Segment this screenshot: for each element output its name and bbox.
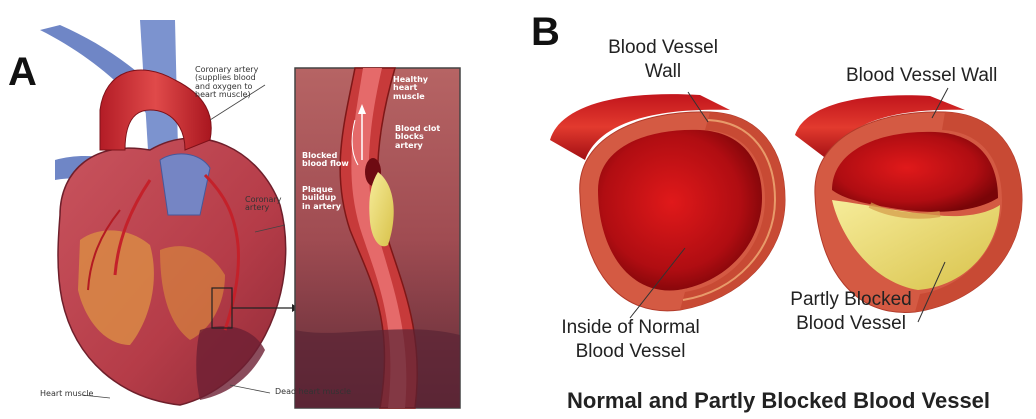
label-coronary-artery: Coronary artery (245, 196, 281, 213)
panel-a-label: A (8, 52, 37, 92)
label-healthy-heart-muscle: Healthy heart muscle (393, 76, 428, 101)
figure-caption: Normal and Partly Blocked Blood Vessel (567, 388, 990, 414)
label-blood-vessel-wall-right: Blood Vessel Wall (846, 64, 997, 88)
blocked-vessel-drawing (795, 95, 1022, 312)
label-blocked-blood-flow: Blocked blood flow (302, 152, 349, 169)
normal-vessel-drawing (550, 94, 785, 311)
label-plaque-buildup: Plaque buildup in artery (302, 186, 341, 211)
label-heart-muscle: Heart muscle (40, 390, 93, 398)
label-inside-normal-vessel: Inside of Normal Blood Vessel (548, 316, 713, 364)
label-blood-clot: Blood clot blocks artery (395, 125, 440, 150)
label-dead-heart-muscle: Dead heart muscle (275, 388, 351, 396)
panel-b-label: B (531, 12, 560, 52)
label-blood-vessel-wall-left: Blood Vessel Wall (598, 36, 728, 84)
label-partly-blocked-vessel: Partly Blocked Blood Vessel (776, 288, 926, 336)
label-coronary-artery-supply: Coronary artery (supplies blood and oxyg… (195, 66, 258, 100)
artery-inset (295, 68, 460, 408)
